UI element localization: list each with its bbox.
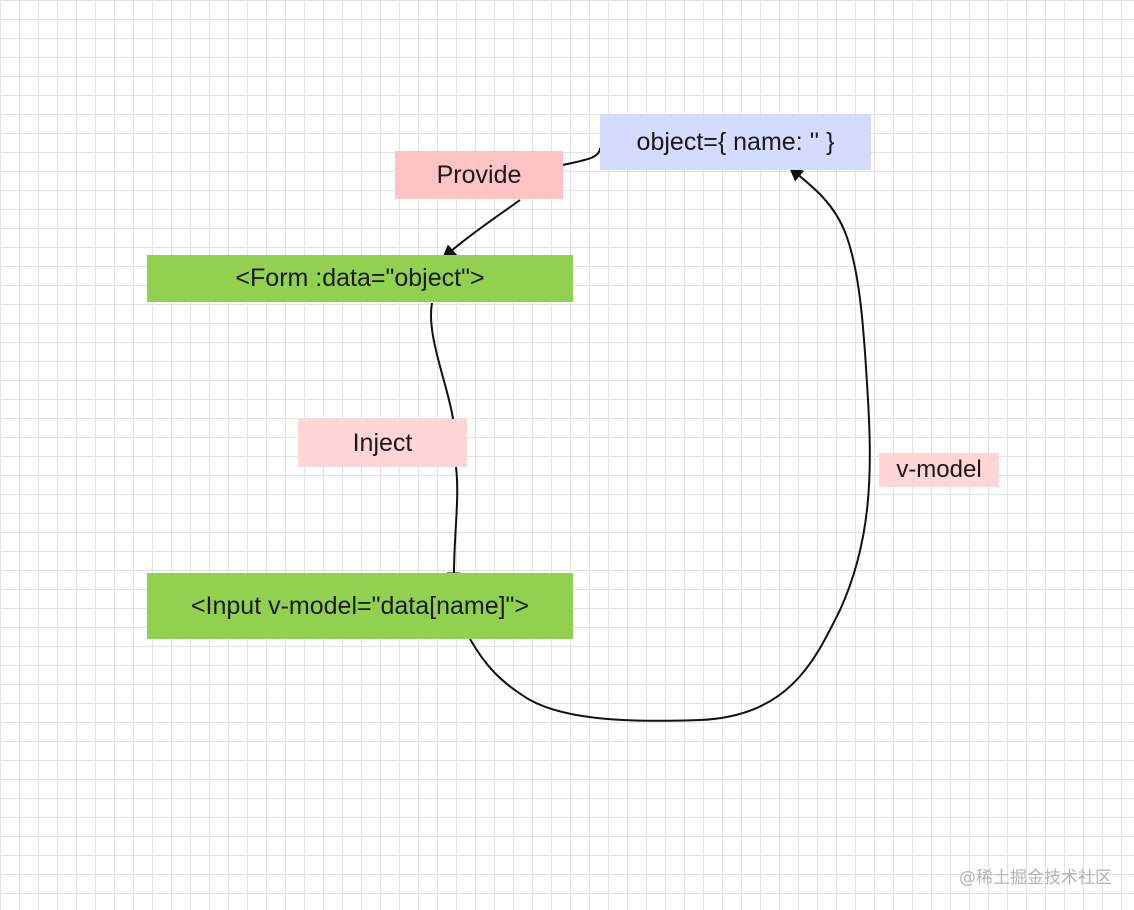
edge-provide-upper [562,147,601,166]
edge-inject-upper [430,302,454,420]
edge-inject-lower [446,466,461,587]
node-object-state: object={ name: '' } [600,114,871,170]
edge-label-provide: Provide [395,151,563,199]
edge-vmodel [469,167,871,722]
edge-provide-lower [441,199,521,259]
edge-label-inject: Inject [298,419,467,467]
node-form-component: <Form :data="object"> [147,255,573,302]
watermark-text: @稀土掘金技术社区 [959,868,1112,888]
edge-label-v-model: v-model [879,453,999,487]
node-input-component: <Input v-model="data[name]"> [147,573,573,639]
